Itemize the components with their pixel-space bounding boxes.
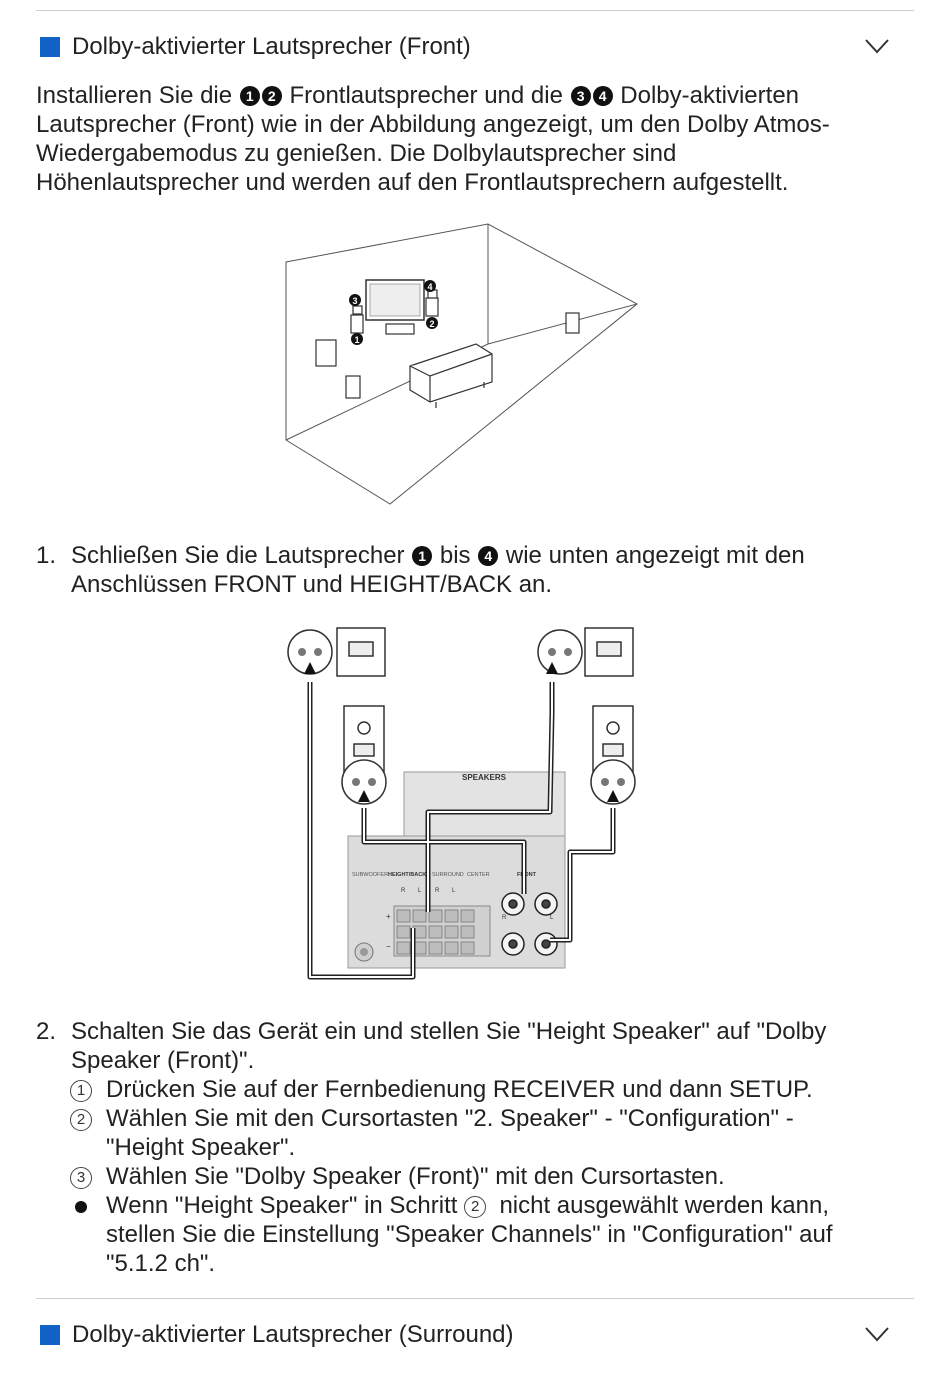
intro-text: Frontlautsprecher und die (282, 82, 570, 109)
speakers-label: SPEAKERS (462, 773, 507, 782)
channel-letter: L (418, 888, 422, 894)
step-text: Schließen Sie die Lautsprecher (71, 542, 412, 569)
step-2: 2. Schalten Sie das Gerät ein und stelle… (36, 1017, 896, 1077)
channel-letter: R (401, 888, 406, 894)
note-text: "5.1.2 ch". (106, 1250, 216, 1277)
wiring-diagram: SPEAKERS SUBWOOFER HEIGHT/BACK SURROUND … (287, 627, 636, 980)
step-number: 2. (36, 1018, 57, 1045)
badge-1: 1 (412, 546, 433, 566)
badge-4: 4 (592, 86, 613, 106)
badge-3: 3 (570, 86, 591, 106)
terminal-posts (298, 648, 625, 786)
section-square-icon (40, 37, 60, 57)
channel-letter: L (550, 915, 554, 921)
chevron-down-icon[interactable] (864, 1321, 890, 1347)
substep-text: Drücken Sie auf der Fernbedienung RECEIV… (106, 1076, 813, 1103)
room-badges: 3 4 1 2 (349, 280, 438, 345)
note-text: stellen Sie die Einstellung "Speaker Cha… (106, 1221, 833, 1248)
bullet-icon (75, 1201, 87, 1213)
step-text: wie unten angezeigt mit den (499, 542, 805, 569)
dolby-speaker-left (336, 627, 386, 677)
dolby-speaker-right (584, 627, 634, 677)
note-text: Wenn "Height Speaker" in Schritt (106, 1192, 465, 1219)
note-text: nicht ausgewählt werden kann, (486, 1192, 829, 1219)
intro-text: Dolby-aktivierten (613, 82, 800, 109)
room-label-2: 2 (429, 319, 434, 329)
channel-letter: L (452, 888, 456, 894)
terminal-label: HEIGHT/BACK (388, 872, 426, 878)
terminal-label: SURROUND (432, 872, 464, 878)
polarity-plus: + (386, 912, 391, 921)
room-label-4: 4 (427, 282, 432, 292)
substep-1: 1 Drücken Sie auf der Fernbedienung RECE… (70, 1075, 890, 1104)
step-line: Schalten Sie das Gerät ein und stellen S… (71, 1018, 827, 1045)
circled-number: 3 (70, 1167, 92, 1189)
room-label-1: 1 (354, 335, 359, 345)
step-1: 1. Schließen Sie die Lautsprecher 1 bis … (36, 541, 896, 601)
note: Wenn "Height Speaker" in Schritt 2 nicht… (70, 1191, 890, 1278)
chevron-down-icon[interactable] (864, 33, 890, 59)
circled-number: 2 (464, 1196, 487, 1218)
section-title: Dolby-aktivierter Lautsprecher (Surround… (72, 1321, 514, 1348)
badge-1: 1 (239, 86, 260, 106)
section-square-icon (40, 1325, 60, 1345)
front-speaker-icon (350, 314, 364, 334)
circled-number: 2 (70, 1109, 92, 1131)
substep-text: "Height Speaker". (106, 1134, 296, 1161)
section-title: Dolby-aktivierter Lautsprecher (Front) (72, 33, 471, 60)
terminal-label: CENTER (467, 872, 490, 878)
step-line: Speaker (Front)". (71, 1047, 255, 1074)
terminal-label: FRONT (517, 872, 537, 878)
step-line: Anschlüssen FRONT und HEIGHT/BACK an. (71, 571, 553, 598)
channel-letter: R (502, 915, 507, 921)
front-speaker-icon (425, 297, 439, 317)
substep-text: Wählen Sie mit den Cursortasten "2. Spea… (106, 1105, 794, 1132)
circled-number: 1 (70, 1080, 92, 1102)
terminal-block (393, 905, 491, 957)
sofa-icon (409, 343, 493, 408)
polarity-minus: − (386, 942, 391, 951)
intro-line: Höhenlautsprecher und werden auf den Fro… (36, 169, 789, 196)
subwoofer-icon (315, 339, 337, 367)
terminal-label: SUBWOOFER (352, 872, 388, 878)
channel-letter: R (435, 888, 440, 894)
intro-line: Lautsprecher (Front) wie in der Abbildun… (36, 111, 830, 138)
dolby-speaker-icon (352, 305, 363, 315)
arrow-up-icon (304, 662, 619, 802)
surround-speaker-icon (565, 312, 580, 334)
intro-text: Installieren Sie die (36, 82, 239, 109)
room-label-3: 3 (352, 296, 357, 306)
substep-2: 2 Wählen Sie mit den Cursortasten "2. Sp… (70, 1104, 890, 1162)
top-divider (36, 10, 914, 11)
intro-line: Wiedergabemodus zu genießen. Die Dolbyla… (36, 140, 677, 167)
step-text: bis (433, 542, 478, 569)
section-header-surround[interactable]: Dolby-aktivierter Lautsprecher (Surround… (36, 1315, 914, 1355)
substep-3: 3 Wählen Sie "Dolby Speaker (Front)" mit… (70, 1162, 890, 1191)
section-header-front[interactable]: Dolby-aktivierter Lautsprecher (Front) (36, 27, 914, 67)
substep-text: Wählen Sie "Dolby Speaker (Front)" mit d… (106, 1163, 725, 1190)
center-speaker-icon (385, 323, 415, 335)
section-divider (36, 1298, 914, 1299)
badge-4: 4 (478, 546, 499, 566)
terminal-magnifier (287, 629, 636, 805)
step-number: 1. (36, 542, 57, 569)
surround-speaker-icon (345, 375, 361, 399)
badge-2: 2 (261, 86, 282, 106)
room-diagram: 3 4 1 2 (285, 223, 638, 505)
front-binding-posts (501, 892, 558, 956)
